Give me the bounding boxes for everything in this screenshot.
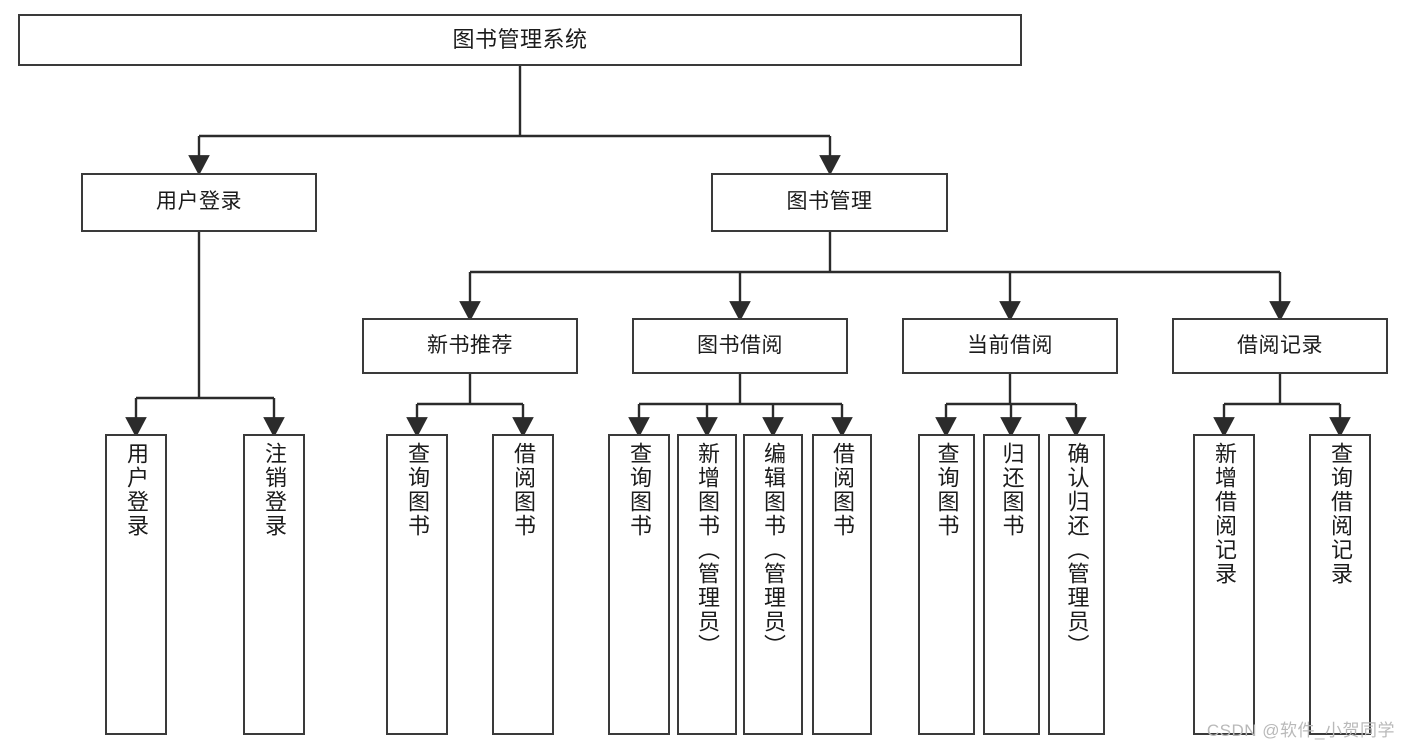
node-current-borrow[interactable]: 当前借阅 — [902, 318, 1118, 374]
node-label: 编辑图书（管理员） — [760, 442, 786, 658]
csdn-watermark: CSDN @软件_小贺同学 — [1206, 721, 1395, 740]
node-label: 当前借阅 — [967, 333, 1053, 357]
node-label: 图书借阅 — [697, 333, 783, 357]
node-label: 查询图书 — [934, 442, 960, 538]
node-book-borrow[interactable]: 图书借阅 — [632, 318, 848, 374]
node-new-book-recommend[interactable]: 新书推荐 — [362, 318, 578, 374]
node-leaf-query-book-borrow[interactable]: 查询图书 — [608, 434, 670, 735]
node-leaf-add-book-admin[interactable]: 新增图书（管理员） — [677, 434, 737, 735]
node-leaf-query-book-current[interactable]: 查询图书 — [918, 434, 975, 735]
node-borrow-record[interactable]: 借阅记录 — [1172, 318, 1388, 374]
node-root-book-management-system[interactable]: 图书管理系统 — [18, 14, 1022, 66]
node-label: 新书推荐 — [427, 333, 513, 357]
node-leaf-add-borrow-record[interactable]: 新增借阅记录 — [1193, 434, 1255, 735]
node-label: 新增图书（管理员） — [694, 442, 720, 658]
node-label: 用户登录 — [123, 442, 149, 538]
node-label: 归还图书 — [999, 442, 1025, 538]
node-leaf-query-book-recommend[interactable]: 查询图书 — [386, 434, 448, 735]
node-book-management[interactable]: 图书管理 — [711, 173, 948, 232]
node-leaf-logout[interactable]: 注销登录 — [243, 434, 305, 735]
node-label: 查询借阅记录 — [1327, 442, 1353, 586]
node-leaf-return-book[interactable]: 归还图书 — [983, 434, 1040, 735]
node-label: 图书管理系统 — [452, 27, 588, 53]
node-leaf-confirm-return-admin[interactable]: 确认归还（管理员） — [1048, 434, 1105, 735]
node-label: 借阅记录 — [1237, 333, 1323, 357]
node-label: 用户登录 — [156, 190, 242, 214]
node-leaf-query-borrow-record[interactable]: 查询借阅记录 — [1309, 434, 1371, 735]
node-label: 确认归还（管理员） — [1064, 442, 1090, 658]
node-label: 查询图书 — [404, 442, 430, 538]
node-label: 查询图书 — [626, 442, 652, 538]
node-leaf-borrow-book[interactable]: 借阅图书 — [812, 434, 872, 735]
node-label: 图书管理 — [786, 190, 873, 214]
node-user-login[interactable]: 用户登录 — [81, 173, 317, 232]
node-label: 注销登录 — [261, 442, 287, 538]
node-leaf-borrow-book-recommend[interactable]: 借阅图书 — [492, 434, 554, 735]
node-leaf-edit-book-admin[interactable]: 编辑图书（管理员） — [743, 434, 803, 735]
node-label: 借阅图书 — [510, 442, 536, 538]
node-label: 借阅图书 — [829, 442, 855, 538]
node-leaf-user-login[interactable]: 用户登录 — [105, 434, 167, 735]
node-label: 新增借阅记录 — [1211, 442, 1237, 586]
